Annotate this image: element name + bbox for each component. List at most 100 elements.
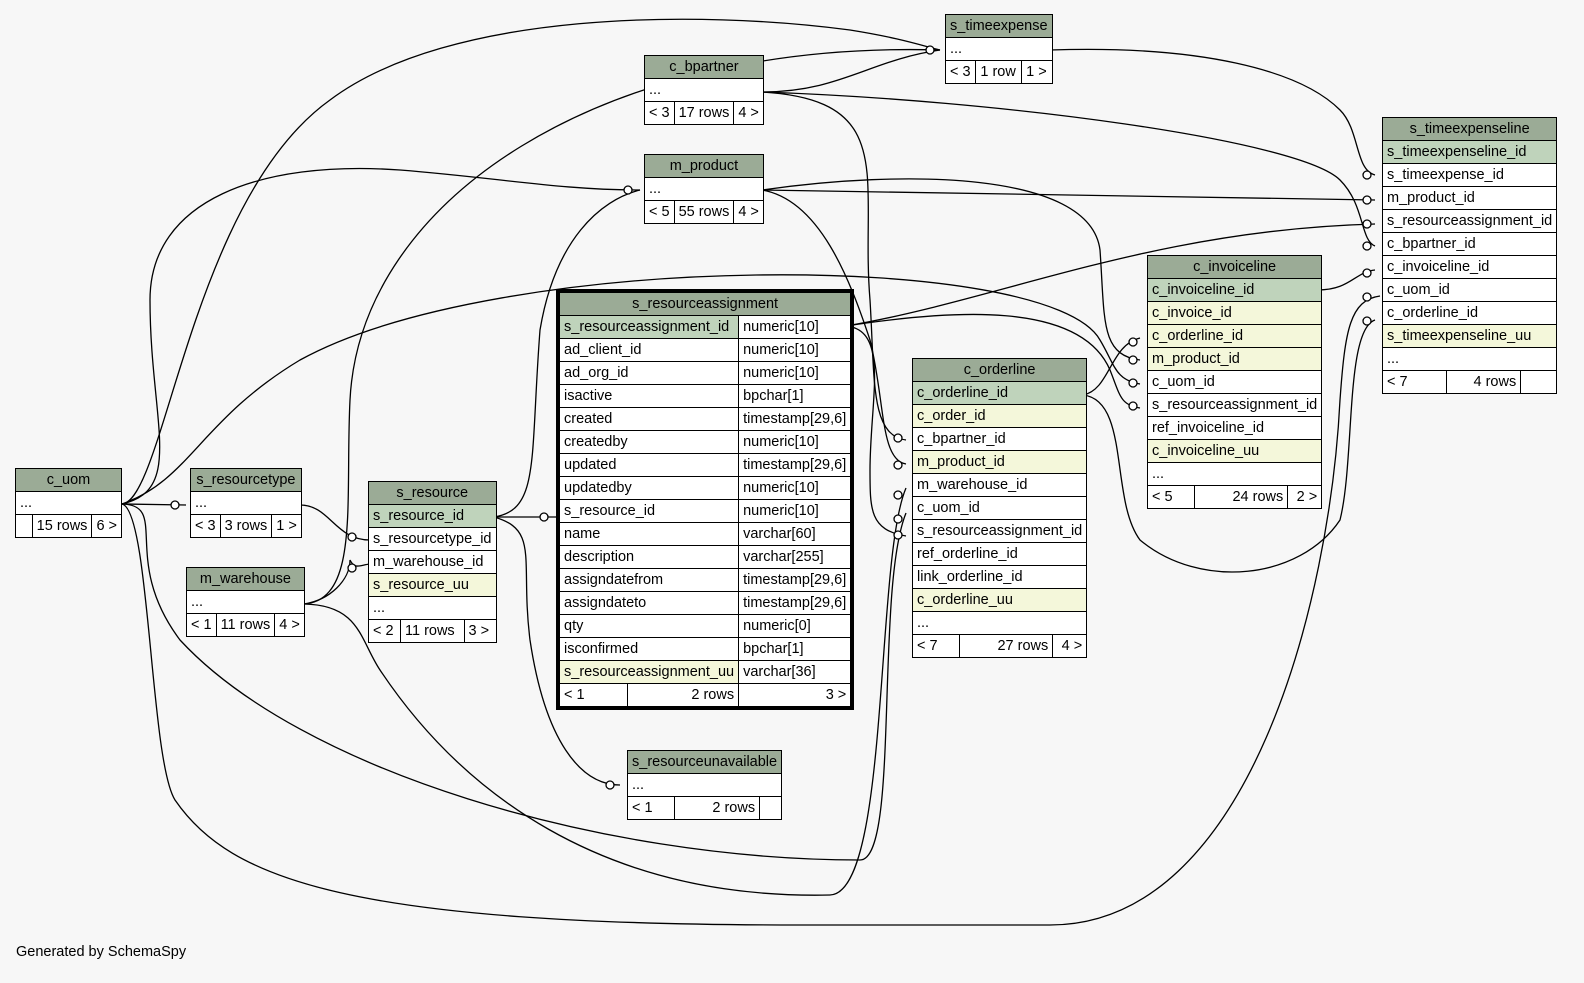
- table-row: c_order_id: [911, 404, 1088, 428]
- table-row: s_resource_uu: [368, 573, 497, 597]
- parent-count: < 7: [912, 634, 960, 658]
- table-row: m_product_id: [1146, 347, 1323, 371]
- crowfoot-marker: [893, 514, 903, 524]
- table-title: s_timeexpenseline: [1381, 117, 1558, 141]
- table-row: ...: [1146, 462, 1323, 486]
- crowfoot-marker: [893, 490, 903, 500]
- column-type: varchar[255]: [738, 545, 852, 569]
- child-count: 4 >: [733, 200, 764, 224]
- table-row: c_invoice_id: [1146, 301, 1323, 325]
- row-count: 2 rows: [626, 683, 740, 707]
- table-s-timeexpenseline[interactable]: s_timeexpenseline s_timeexpenseline_id s…: [1381, 117, 1558, 394]
- child-count: 4 >: [274, 613, 305, 637]
- edge-assignment-orderline: [845, 325, 907, 537]
- column-type: numeric[0]: [738, 614, 852, 638]
- table-title: s_resourcetype: [190, 468, 302, 492]
- crowfoot-marker: [1362, 268, 1372, 278]
- edge-bpartner-timeexpenseline: [761, 91, 1376, 247]
- crowfoot-marker: [1128, 337, 1138, 347]
- table-row: c_invoiceline_id: [1146, 278, 1323, 302]
- column-name: qty: [558, 614, 740, 638]
- parent-count: < 5: [644, 200, 675, 224]
- crowfoot-marker: [1128, 355, 1138, 365]
- table-row: ...: [626, 773, 783, 797]
- column-type: numeric[10]: [738, 338, 852, 362]
- parent-count: < 3: [944, 60, 977, 84]
- edge-uom-timeexpenseline: [121, 295, 1381, 926]
- child-count: 1 >: [1021, 60, 1053, 84]
- table-row: ...: [644, 177, 764, 201]
- child-count: 3 >: [738, 683, 852, 707]
- edge-timeexpense-timeexpenseline: [1049, 48, 1376, 176]
- table-row: ...: [368, 596, 497, 620]
- crowfoot-marker: [1128, 378, 1138, 388]
- table-title: s_timeexpense: [945, 14, 1053, 38]
- table-row: ...: [644, 78, 764, 102]
- table-row: m_product_id: [911, 450, 1088, 474]
- table-title: c_uom: [15, 468, 122, 492]
- child-count: [1520, 370, 1558, 394]
- table-c-invoiceline[interactable]: c_invoiceline c_invoiceline_id c_invoice…: [1146, 255, 1323, 509]
- edge-uom-product: [121, 167, 641, 505]
- column-type: timestamp[29,6]: [738, 568, 852, 592]
- column-name: assigndateto: [558, 591, 740, 615]
- column-type: numeric[10]: [738, 430, 852, 454]
- table-row: s_resourceassignment_id: [911, 519, 1088, 543]
- column-name: s_resource_id: [558, 499, 740, 523]
- column-name: updated: [558, 453, 740, 477]
- column-name: assigndatefrom: [558, 568, 740, 592]
- table-row: ...: [15, 491, 122, 515]
- table-title: m_warehouse: [186, 567, 305, 591]
- column-type: bpchar[1]: [738, 637, 852, 661]
- table-row: c_orderline_uu: [911, 588, 1088, 612]
- table-s-resourceassignment[interactable]: s_resourceassignment s_resourceassignmen…: [555, 289, 855, 710]
- table-row: c_orderline_id: [1146, 324, 1323, 348]
- column-type: bpchar[1]: [738, 384, 852, 408]
- table-row: c_orderline_id: [1381, 301, 1558, 325]
- parent-count: < 1: [627, 796, 675, 820]
- table-title: m_product: [644, 154, 764, 178]
- table-row: c_orderline_id: [911, 381, 1088, 405]
- column-name: s_resourceassignment_uu: [558, 660, 740, 684]
- crowfoot-marker: [1128, 401, 1138, 411]
- table-row: ...: [190, 491, 302, 515]
- parent-count: < 5: [1147, 485, 1195, 509]
- table-row: c_uom_id: [1381, 278, 1558, 302]
- row-count: 2 rows: [673, 796, 761, 820]
- table-row: s_timeexpenseline_uu: [1381, 324, 1558, 348]
- column-type: numeric[10]: [738, 361, 852, 385]
- table-row: s_timeexpenseline_id: [1381, 140, 1558, 164]
- column-name: s_resourceassignment_id: [558, 315, 740, 339]
- table-row: ...: [186, 590, 305, 614]
- child-count: 3 >: [463, 619, 497, 643]
- row-count: 55 rows: [673, 200, 735, 224]
- column-name: createdby: [558, 430, 740, 454]
- table-row: m_warehouse_id: [368, 550, 497, 574]
- table-row: c_invoiceline_id: [1381, 255, 1558, 279]
- parent-count: < 3: [644, 101, 675, 125]
- crowfoot-marker: [347, 532, 357, 542]
- parent-count: < 7: [1382, 370, 1447, 394]
- edge-resourcetype-resource: [299, 504, 371, 541]
- row-count: 15 rows: [31, 514, 93, 538]
- edge-uom-invoiceline: [121, 274, 1141, 505]
- crowfoot-marker: [1362, 170, 1372, 180]
- row-count: 27 rows: [958, 634, 1054, 658]
- table-row: c_uom_id: [1146, 370, 1323, 394]
- column-type: numeric[10]: [738, 499, 852, 523]
- row-count: 11 rows: [399, 619, 465, 643]
- table-s-resource[interactable]: s_resource s_resource_id s_resourcetype_…: [368, 481, 497, 643]
- table-title: s_resource: [368, 481, 497, 505]
- column-name: created: [558, 407, 740, 431]
- crowfoot-marker: [539, 512, 549, 522]
- table-row: s_resourceassignment_id: [1146, 393, 1323, 417]
- column-name: isconfirmed: [558, 637, 740, 661]
- table-c-orderline[interactable]: c_orderline c_orderline_id c_order_id c_…: [911, 358, 1088, 658]
